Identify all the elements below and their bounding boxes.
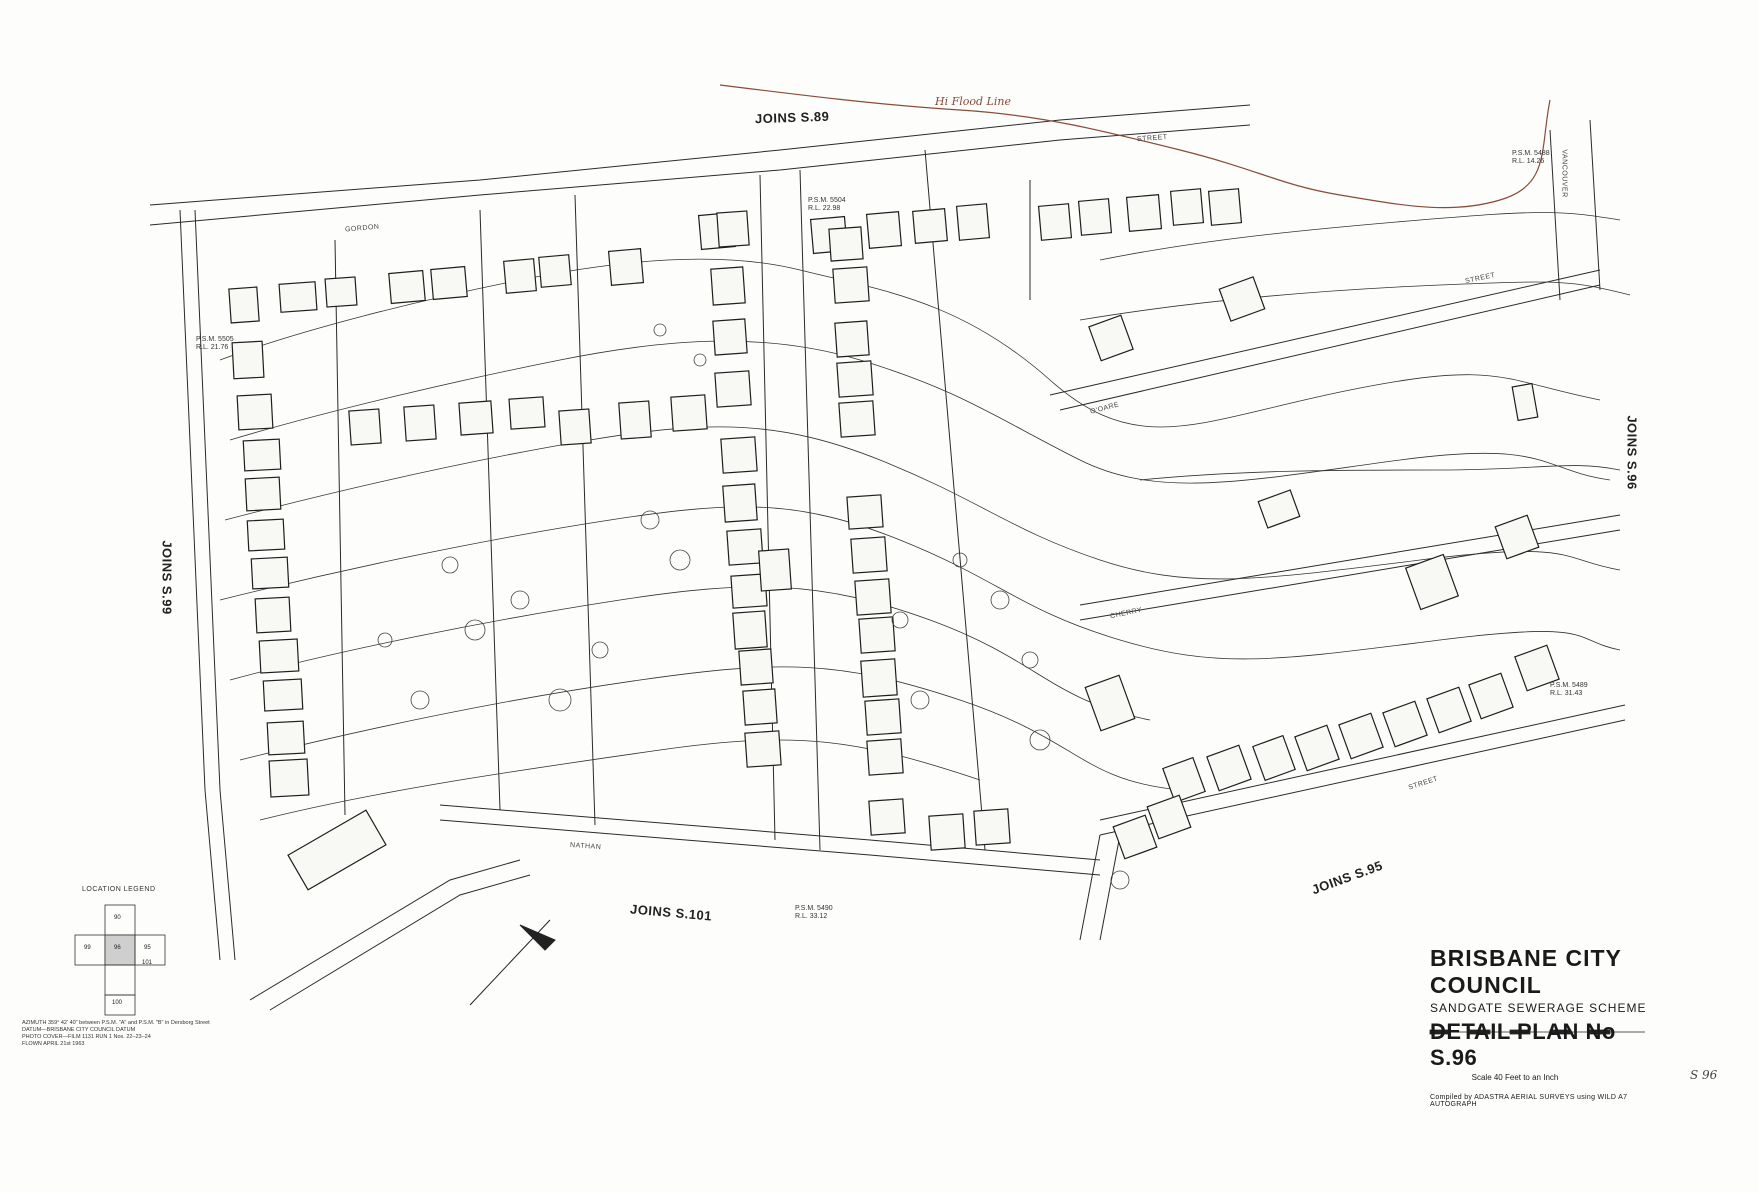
psm-rl: R.L. 33.12 xyxy=(795,913,828,920)
legend-cell-96: 96 xyxy=(114,945,121,951)
sheet-reference: S 96 xyxy=(1690,1068,1718,1082)
street-label-vancouver: VANCOUVER xyxy=(1560,149,1568,198)
psm-rl: R.L. 31.43 xyxy=(1550,690,1583,697)
scale-text: Scale 40 Feet to an Inch xyxy=(1471,1073,1559,1082)
council-title: BRISBANE CITY COUNCIL xyxy=(1430,945,1622,998)
psm-5505: P.S.M. 5505 R.L. 21.76 xyxy=(196,336,234,352)
note-line: AZIMUTH 359° 42' 40" between P.S.M. "A" … xyxy=(22,1020,210,1026)
note-line: FLOWN APRIL 21st 1963 xyxy=(22,1041,85,1047)
psm-label: P.S.M. 5488 xyxy=(1512,150,1550,157)
note-line: PHOTO COVER—FILM 1131 RUN 1 Nos. 22–23–2… xyxy=(22,1034,151,1040)
psm-label: P.S.M. 5504 xyxy=(808,197,846,204)
joins-west-label: JOINS S.99 xyxy=(159,540,175,615)
legend-cell-95: 95 xyxy=(144,945,151,951)
scheme-subtitle: SANDGATE SEWERAGE SCHEME xyxy=(1430,1001,1647,1015)
road-network xyxy=(149,104,1626,1011)
psm-rl: R.L. 22.98 xyxy=(808,205,841,212)
psm-rl: R.L. 21.76 xyxy=(196,344,229,351)
joins-north-label: JOINS S.89 xyxy=(754,108,830,127)
psm-5488: P.S.M. 5488 R.L. 14.26 xyxy=(1512,150,1550,166)
psm-label: P.S.M. 5505 xyxy=(196,336,234,343)
legend-cell-90: 90 xyxy=(114,915,121,921)
trees xyxy=(377,323,1130,890)
flood-line xyxy=(719,84,1551,209)
legend-cell-99: 99 xyxy=(84,945,91,951)
note-line: DATUM—BRISBANE CITY COUNCIL DATUM xyxy=(22,1027,136,1033)
psm-5490: P.S.M. 5490 R.L. 33.12 xyxy=(795,905,833,921)
location-legend xyxy=(74,904,166,1016)
plan-number: DETAIL PLAN No S.96 xyxy=(1430,1019,1616,1070)
legend-cell-101: 101 xyxy=(142,960,153,966)
building-footprints xyxy=(228,188,1560,891)
location-legend-title: LOCATION LEGEND xyxy=(82,886,156,893)
joins-east-label: JOINS S.96 xyxy=(1624,415,1640,490)
scale-bar xyxy=(1429,1029,1645,1035)
psm-5489: P.S.M. 5489 R.L. 31.43 xyxy=(1550,682,1588,698)
survey-notes: AZIMUTH 359° 42' 40" between P.S.M. "A" … xyxy=(22,1020,210,1048)
legend-cell-100: 100 xyxy=(112,1000,123,1006)
psm-label: P.S.M. 5490 xyxy=(795,905,833,912)
flood-line-note: Hi Flood Line xyxy=(935,95,1011,108)
north-arrow xyxy=(469,919,556,1006)
psm-rl: R.L. 14.26 xyxy=(1512,158,1545,165)
psm-label: P.S.M. 5489 xyxy=(1550,682,1588,689)
psm-5504: P.S.M. 5504 R.L. 22.98 xyxy=(808,197,846,213)
compiled-by: Compiled by ADASTRA AERIAL SURVEYS using… xyxy=(1430,1094,1628,1108)
title-block: BRISBANE CITY COUNCIL SANDGATE SEWERAGE … xyxy=(1430,945,1650,1108)
